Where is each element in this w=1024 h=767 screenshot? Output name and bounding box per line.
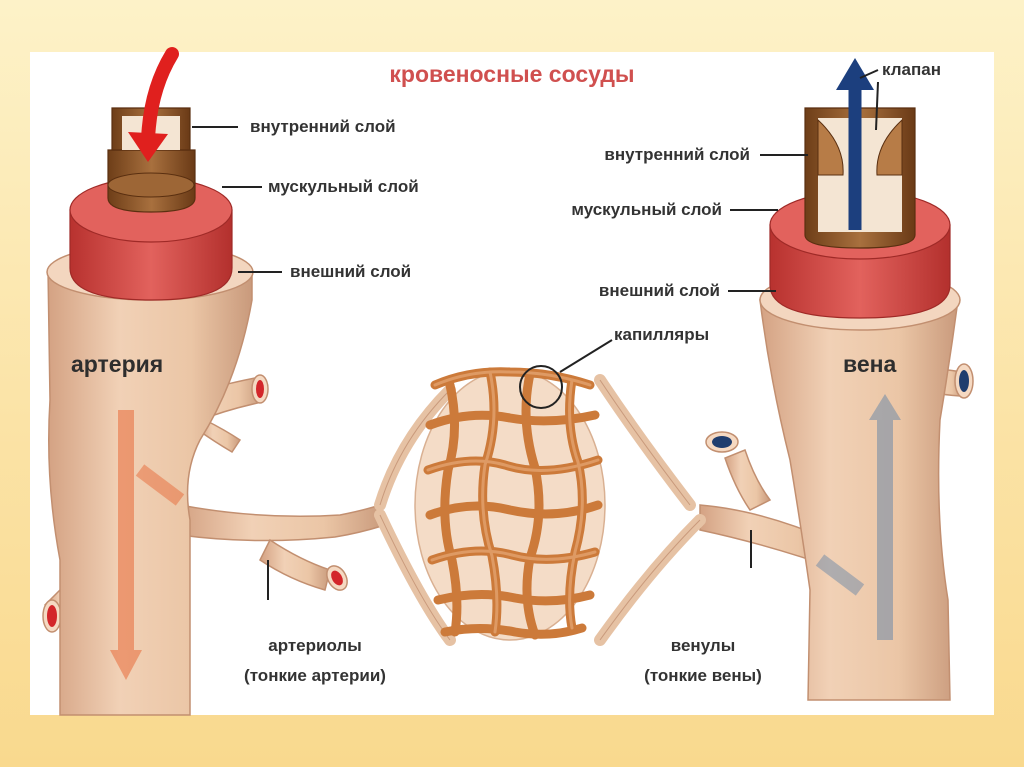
vein-muscle-layer-label: мускульный слой — [500, 200, 722, 220]
capillary-bed — [380, 366, 700, 640]
artery-inner-layer-label: внутренний слой — [250, 117, 396, 137]
arterioles-label: артериолы — [200, 636, 430, 656]
venules-label: венулы — [608, 636, 798, 656]
valve-label: клапан — [882, 60, 941, 80]
vein-inner-layer-label: внутренний слой — [530, 145, 750, 165]
artery — [43, 54, 385, 715]
artery-label: артерия — [71, 351, 163, 377]
artery-outer-layer-label: внешний слой — [290, 262, 411, 282]
venules-note: (тонкие вены) — [608, 666, 798, 686]
diagram-title: кровеносные сосуды — [0, 60, 1024, 88]
capillaries-label: капилляры — [614, 325, 709, 345]
vein-outer-layer-label: внешний слой — [500, 281, 720, 301]
vein-label: вена — [843, 351, 896, 377]
artery-muscle-layer-label: мускульный слой — [268, 177, 419, 197]
arterioles-note: (тонкие артерии) — [200, 666, 430, 686]
